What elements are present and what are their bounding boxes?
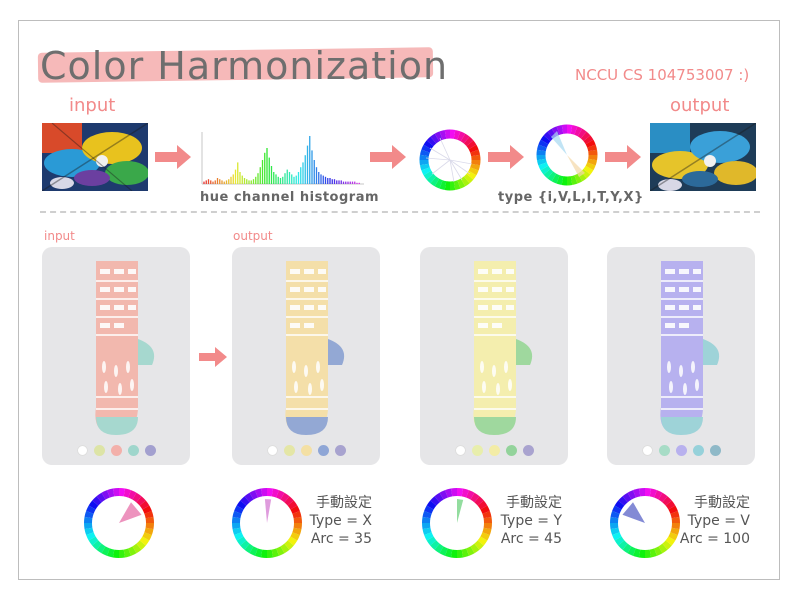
sock-illustration (473, 261, 533, 435)
page-title: Color Harmonization (40, 44, 449, 88)
palette-swatch (145, 445, 156, 456)
credit-text: NCCU CS 104753007 :) (575, 66, 750, 84)
arrow-right-icon (199, 347, 227, 367)
palette-swatch (710, 445, 721, 456)
palette-swatch (506, 445, 517, 456)
palette-swatch (472, 445, 483, 456)
palette-swatch (489, 445, 500, 456)
hue-wheel-harmonized (536, 124, 598, 186)
sock-illustration (95, 261, 155, 435)
hue-wheel (422, 488, 492, 558)
palette-swatch (267, 445, 278, 456)
bottom-output-label: output (233, 229, 273, 243)
arrow-right-icon (370, 145, 406, 169)
hue-wheel-input (419, 129, 481, 191)
palette-swatch (676, 445, 687, 456)
top-input-label: input (69, 95, 116, 116)
hue-wheel (84, 488, 154, 558)
palette-swatch (455, 445, 466, 456)
type-caption: type {i,V,L,I,T,Y,X} (498, 190, 644, 205)
hue-histogram (201, 132, 364, 185)
section-divider (40, 211, 760, 213)
arrow-right-icon (488, 145, 524, 169)
palette-swatch (318, 445, 329, 456)
palette-swatch (335, 445, 346, 456)
arrow-right-icon (605, 145, 641, 169)
input-painting (42, 123, 148, 191)
palette-swatch (111, 445, 122, 456)
sock-panel (607, 247, 755, 465)
palette-swatch (284, 445, 295, 456)
sock-panel (42, 247, 190, 465)
palette-swatch (523, 445, 534, 456)
palette-swatch (693, 445, 704, 456)
palette-swatch (94, 445, 105, 456)
hue-wheel (610, 488, 680, 558)
output-painting (650, 123, 756, 191)
sock-illustration (285, 261, 345, 435)
sock-illustration (660, 261, 720, 435)
top-output-label: output (670, 95, 730, 116)
histogram-caption: hue channel histogram (200, 190, 380, 205)
sock-panel (420, 247, 568, 465)
sock-panel (232, 247, 380, 465)
palette-swatch (659, 445, 670, 456)
palette-swatch (128, 445, 139, 456)
bottom-input-label: input (44, 229, 75, 243)
arrow-right-icon (155, 145, 191, 169)
hue-wheel (232, 488, 302, 558)
palette-swatch (642, 445, 653, 456)
palette-swatch (77, 445, 88, 456)
palette-swatch (301, 445, 312, 456)
